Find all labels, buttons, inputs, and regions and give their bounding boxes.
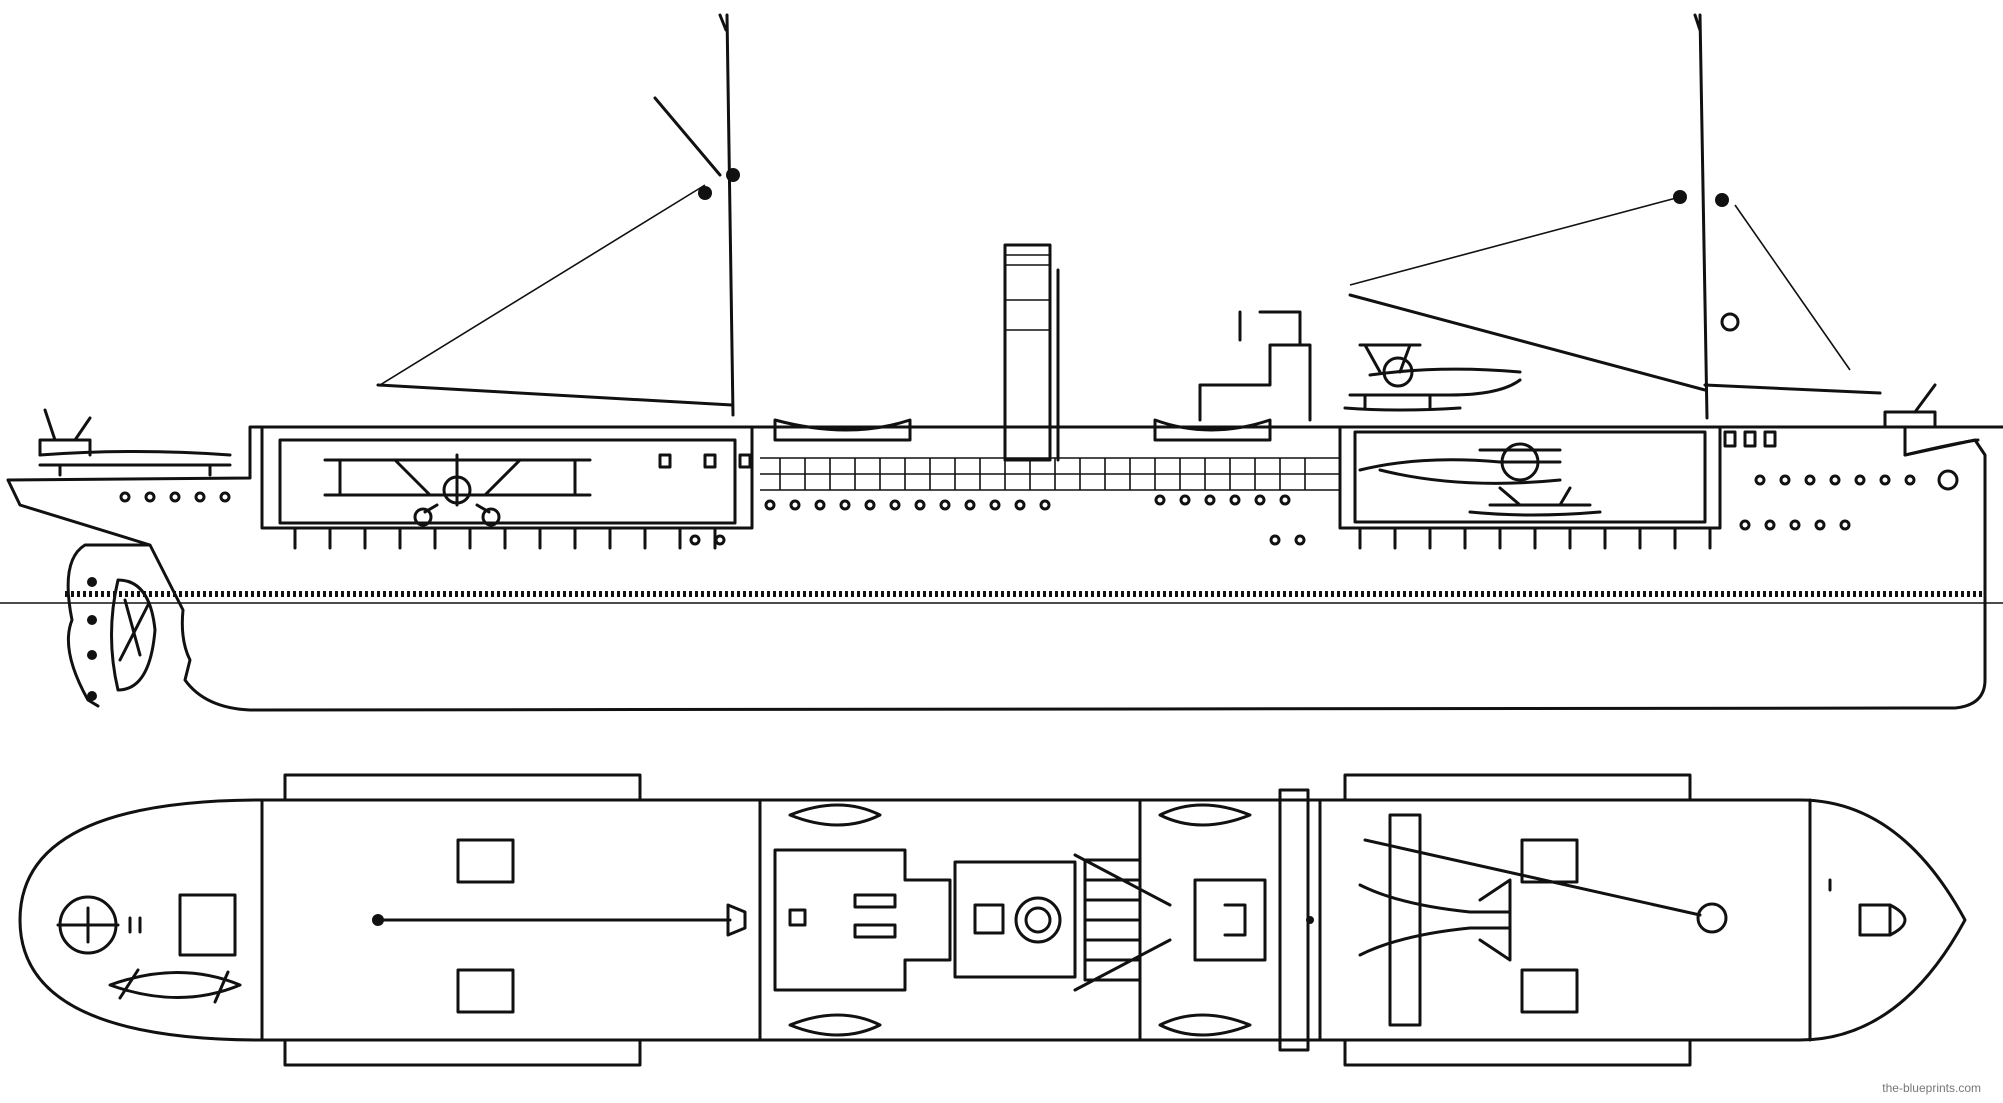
hangar-posts-aft bbox=[293, 526, 717, 550]
lifeboat-amidships-2 bbox=[1153, 418, 1272, 442]
seaplane-on-deck bbox=[1343, 343, 1522, 412]
forward-stay bbox=[1349, 196, 1851, 371]
amidships-boats-plan bbox=[788, 803, 1252, 1037]
aft-stay bbox=[379, 184, 706, 386]
bridge-plan bbox=[1193, 878, 1267, 962]
biplane-aft-hangar bbox=[323, 453, 592, 527]
forward-boom-plan bbox=[1363, 838, 1702, 917]
hangar-posts-forward bbox=[1358, 526, 1712, 550]
watermark-text: the-blueprints.com bbox=[1882, 1081, 1981, 1095]
forward-derrick bbox=[1348, 293, 1707, 392]
forward-crow-nest bbox=[1720, 312, 1740, 332]
portholes bbox=[119, 474, 1916, 546]
stern-gun-mount bbox=[56, 895, 142, 955]
stern-lifeboat bbox=[108, 968, 242, 1004]
skylight-plan bbox=[1073, 853, 1172, 992]
lifeboat-amidships-1 bbox=[773, 418, 912, 442]
funnel-band bbox=[1278, 788, 1310, 1052]
side-elevation bbox=[0, 13, 2003, 712]
bow-stem bbox=[1903, 438, 1980, 457]
hawse-pipe bbox=[1937, 469, 1959, 491]
plan-view bbox=[18, 773, 1967, 1067]
forward-boom bbox=[1703, 383, 1882, 395]
aft-derrick bbox=[376, 96, 734, 407]
seaplane-plan bbox=[1358, 813, 1512, 1027]
funnel-plan bbox=[953, 860, 1077, 979]
forward-bridge bbox=[1198, 310, 1312, 422]
aft-hangar bbox=[260, 425, 754, 530]
hull-side bbox=[6, 425, 2003, 712]
seaplane-in-hangar bbox=[1358, 442, 1602, 517]
sponsons bbox=[283, 773, 1692, 1067]
bow-gun-mount bbox=[1808, 878, 1907, 937]
lifeboat-stern bbox=[38, 450, 232, 477]
deck-outline bbox=[18, 798, 1967, 1042]
bow-gun bbox=[1883, 383, 1937, 429]
funnel bbox=[1003, 243, 1060, 462]
vents-plan bbox=[788, 893, 897, 939]
amidships-rail bbox=[760, 457, 1340, 491]
aft-mast bbox=[718, 13, 735, 417]
windows bbox=[658, 430, 1777, 469]
rudder-propeller bbox=[87, 577, 157, 701]
forward-mast bbox=[1693, 13, 1709, 420]
stern-hatch bbox=[178, 893, 237, 957]
forward-hangar bbox=[1338, 425, 1722, 530]
amidships-house bbox=[773, 848, 952, 992]
stern-gun bbox=[38, 408, 92, 457]
